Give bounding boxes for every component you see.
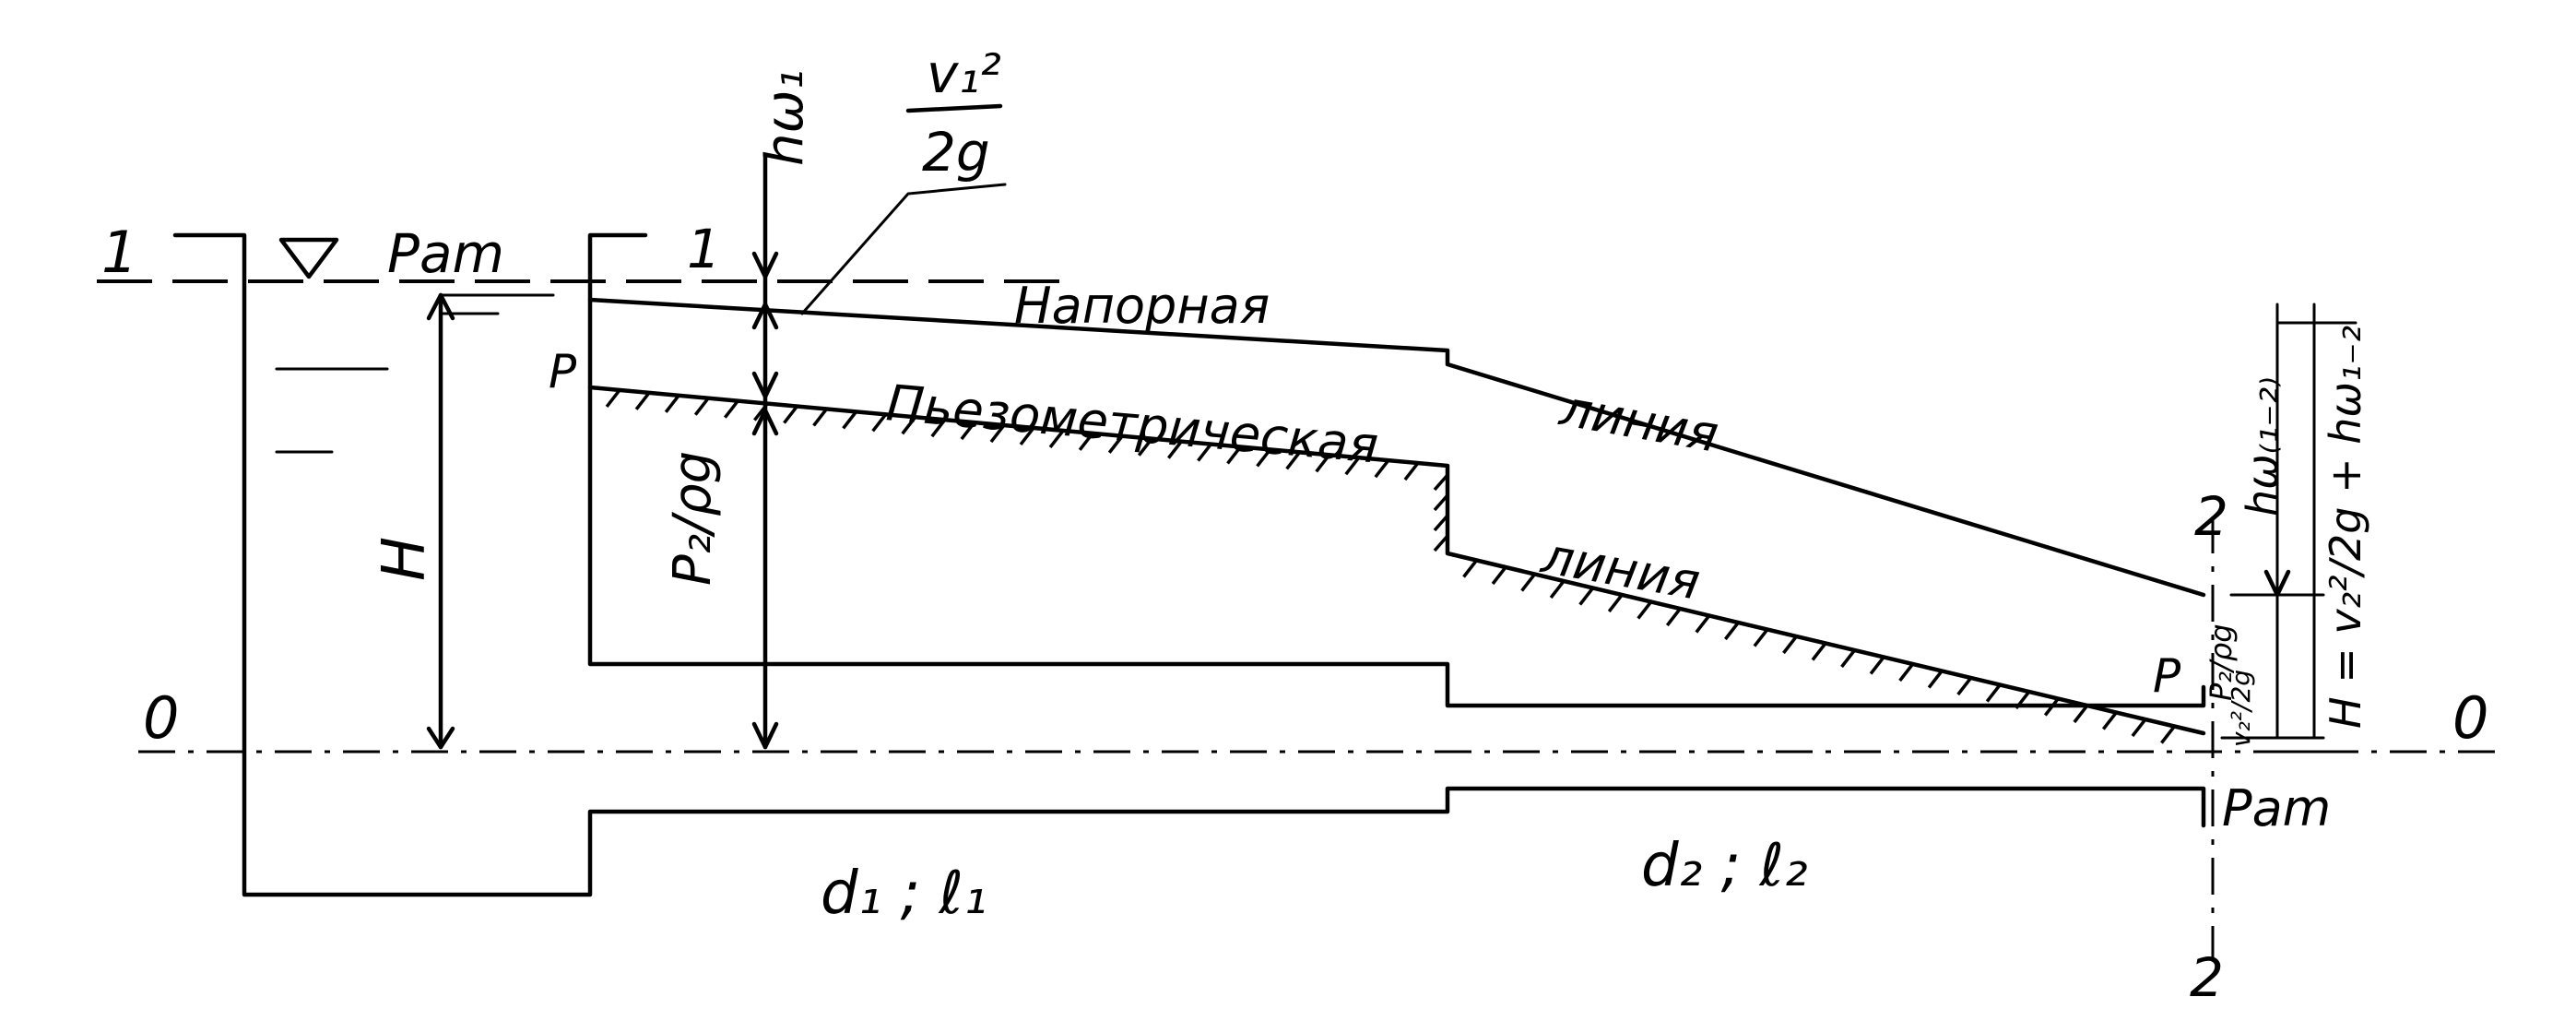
reservoir-wall — [172, 232, 2206, 897]
hatch-mark — [1956, 676, 1973, 696]
hatch-mark — [1048, 429, 1065, 448]
hatch-mark — [1549, 579, 1566, 599]
hatch-mark — [1927, 670, 1944, 689]
v-head-arrow-a — [751, 302, 779, 330]
hatch-mark — [1433, 514, 1449, 532]
hatch-mark — [871, 413, 888, 433]
velocity-head-den: 2g — [922, 121, 990, 184]
hatch-mark — [1637, 600, 1653, 620]
section-2-top-label: 2 — [2194, 485, 2228, 548]
datum-left-label: 0 — [143, 684, 179, 752]
H-arrow-top — [426, 292, 455, 321]
pipe-1-label: d₁ ; ℓ₁ — [821, 860, 987, 928]
hatch-mark — [693, 397, 710, 416]
H-arrow-bot — [426, 726, 455, 750]
hatch-mark — [2073, 704, 2089, 724]
energy-line-label-2: линия — [1555, 379, 1723, 464]
hatch-mark — [1433, 534, 1449, 552]
datum-right-label: 0 — [2452, 684, 2488, 752]
section-1-right-label: 1 — [687, 218, 721, 280]
hatch-mark — [1811, 642, 1827, 661]
hatch-mark — [2131, 718, 2147, 738]
right-velocity-label: v₂²/2g — [2226, 670, 2256, 747]
hatch-mark — [1433, 493, 1449, 512]
hatch-mark — [1107, 434, 1124, 454]
section-1-left-label: 1 — [101, 219, 137, 286]
hatch-mark — [2160, 725, 2176, 744]
v-head-arrow-b — [751, 371, 779, 399]
hatch-mark — [1898, 662, 1914, 683]
hatch-mark — [1462, 559, 1478, 578]
piezometric-line — [587, 385, 2206, 736]
hatch-mark — [1197, 443, 1212, 462]
p-atm-bottom-label: Pam — [2222, 779, 2331, 837]
hatch-mark — [1869, 656, 1885, 675]
hatch-mark — [1840, 648, 1856, 669]
hw1-arrow — [751, 251, 779, 279]
hatch-mark — [783, 405, 798, 424]
point-P-left: P — [549, 345, 577, 398]
p-atm-top-label: Pam — [387, 222, 504, 285]
piezometric-hatch — [605, 388, 2176, 744]
p-head-arrow-a — [751, 408, 779, 436]
hatch-mark — [1665, 607, 1682, 627]
hatch-mark — [2043, 697, 2060, 717]
p-head-arrow-b — [751, 721, 779, 750]
hatch-mark — [1724, 621, 1740, 641]
hatch-mark — [1782, 635, 1798, 655]
hatch-mark — [901, 416, 917, 435]
hw-p2-label: hω₍₁₋₂₎ — [2238, 377, 2287, 516]
hatch-mark — [1019, 426, 1035, 446]
water-level-marker — [278, 237, 339, 279]
velocity-head-num: v₁² — [927, 42, 1001, 105]
hatch-mark — [1078, 432, 1094, 451]
hatch-mark — [1285, 451, 1302, 470]
hatch-mark — [1374, 459, 1390, 479]
hatch-mark — [1491, 565, 1507, 586]
hatch-mark — [1695, 614, 1711, 634]
hatch-mark — [1520, 573, 1536, 592]
energy-line-label-1: Напорная — [1014, 277, 1270, 335]
pipe-2-label: d₂ ; ℓ₂ — [1641, 832, 1808, 900]
hw1-label: hω₁ — [755, 69, 815, 166]
hatch-mark — [930, 419, 947, 438]
hatch-mark — [1344, 457, 1361, 476]
hw-right-arrow — [2263, 569, 2291, 598]
piezo-line-label-1: Пьезометрическая — [884, 374, 1381, 474]
hatch-mark — [2102, 711, 2118, 730]
hatch-mark — [1256, 448, 1271, 468]
hatch-mark — [1226, 445, 1242, 465]
right-formula-label: H = v₂²/2g + hω₁₋₂ — [2321, 326, 2370, 729]
hatch-mark — [2015, 690, 2031, 710]
surface-ticks — [275, 293, 555, 454]
hatch-mark — [989, 423, 1006, 444]
hatch-mark — [634, 391, 651, 410]
pressure-head-label: P₂/ρg — [663, 451, 723, 586]
hatch-mark — [1433, 473, 1449, 492]
hatch-mark — [1166, 440, 1183, 459]
hatch-mark — [1315, 454, 1331, 473]
hatch-mark — [1137, 437, 1153, 457]
reservoir-right-wall — [587, 232, 2206, 708]
hatch-mark — [960, 421, 976, 441]
velocity-leader — [800, 183, 1007, 315]
hatch-mark — [812, 408, 828, 427]
head-H-label: H — [371, 537, 439, 581]
hatch-mark — [723, 399, 739, 419]
velocity-head-bar — [905, 103, 1003, 113]
hatch-mark — [1985, 683, 2002, 703]
section-2-bottom-label: 2 — [2190, 946, 2224, 1009]
right-pressure-label: P₂/ρg — [2204, 623, 2239, 701]
hatch-mark — [1578, 587, 1595, 606]
hatch-mark — [605, 388, 621, 409]
point-P-right: P — [2153, 649, 2181, 703]
hatch-mark — [1753, 628, 1769, 647]
hatch-mark — [1403, 461, 1420, 481]
hatch-mark — [664, 394, 680, 413]
hatch-mark — [842, 410, 858, 430]
hatch-mark — [1607, 593, 1624, 613]
energy-line — [587, 297, 2206, 598]
